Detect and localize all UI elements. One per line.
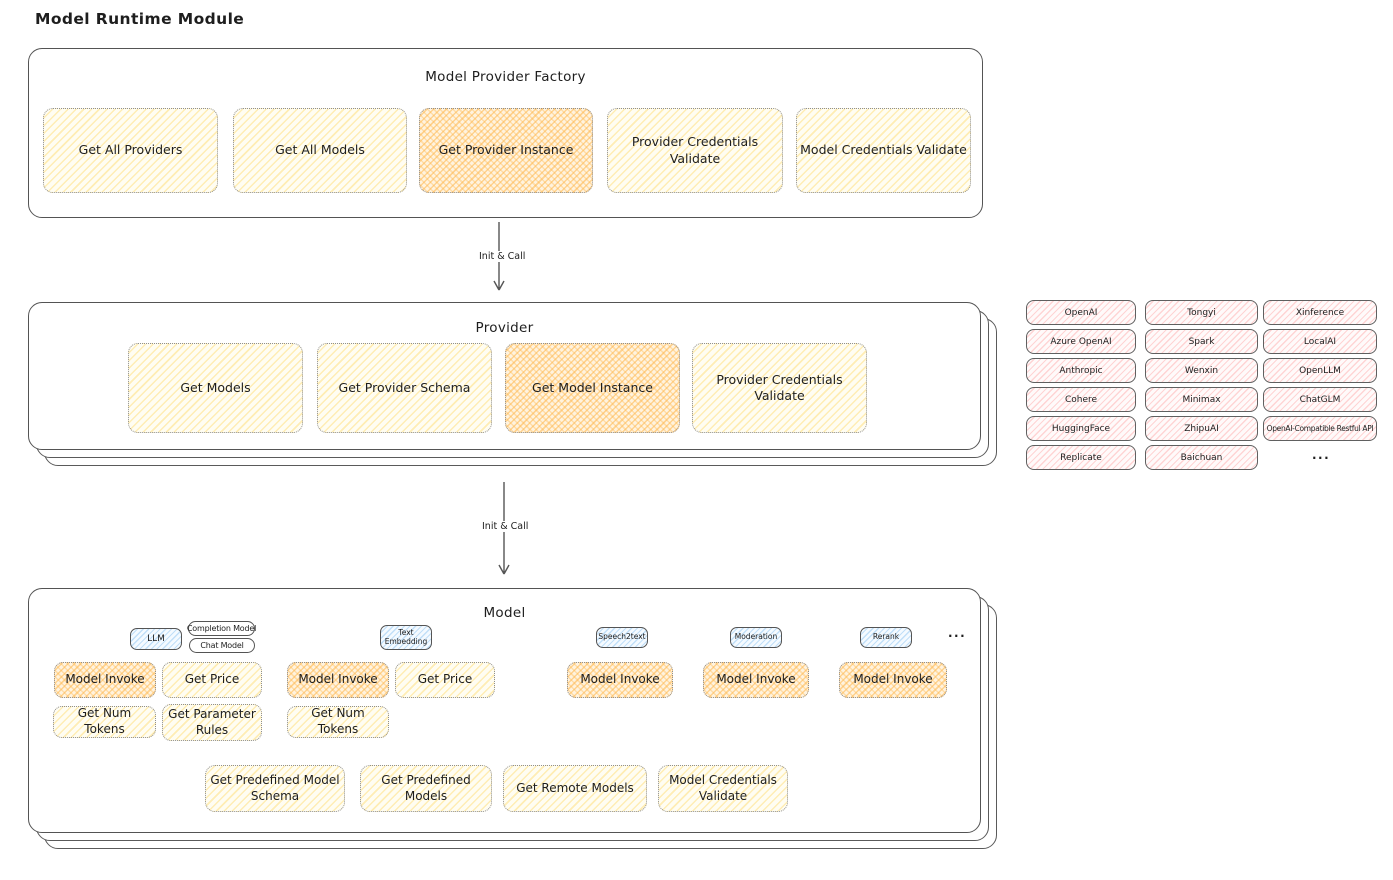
provider-chip-replicate: Replicate [1026, 445, 1136, 470]
model-type-badge-llm: LLM [130, 628, 182, 650]
model-type-badge-text-embedding: Text Embedding [380, 625, 432, 650]
model-subtype-badge-chat-model: Chat Model [189, 638, 255, 653]
provider-panel-title: Provider [475, 320, 534, 336]
speech2text-model-invoke: Model Invoke [567, 662, 673, 698]
provider-chip-cohere: Cohere [1026, 387, 1136, 412]
provider-chip-tongyi: Tongyi [1145, 300, 1258, 325]
page-title: Model Runtime Module [35, 10, 245, 28]
factory-get-all-models: Get All Models [233, 108, 407, 193]
model-type-badge-rerank: Rerank [860, 627, 912, 648]
llm-get-price: Get Price [162, 662, 262, 698]
provider-chip-zhipuai: ZhipuAI [1145, 416, 1258, 441]
provider-get-models: Get Models [128, 343, 303, 433]
embedding-model-invoke: Model Invoke [287, 662, 389, 698]
provider-provider-credentials-validate: Provider Credentials Validate [692, 343, 867, 433]
provider-chip-minimax: Minimax [1145, 387, 1258, 412]
moderation-model-invoke: Model Invoke [703, 662, 809, 698]
factory-panel-title: Model Provider Factory [425, 69, 586, 85]
provider-chip-spark: Spark [1145, 329, 1258, 354]
llm-get-parameter-rules: Get Parameter Rules [162, 704, 262, 741]
providers-grid-ellipsis: ... [1312, 448, 1331, 462]
model-model-credentials-validate: Model Credentials Validate [658, 765, 788, 812]
rerank-model-invoke: Model Invoke [839, 662, 947, 698]
provider-chip-xinference: Xinference [1263, 300, 1377, 325]
model-get-predefined-model-schema: Get Predefined Model Schema [205, 765, 345, 812]
model-type-badge-moderation: Moderation [730, 627, 782, 648]
embedding-get-num-tokens: Get Num Tokens [287, 706, 389, 738]
arrow-label-init-call-1: Init & Call [476, 251, 529, 262]
model-type-badge-speech2text: Speech2text [596, 627, 648, 648]
provider-chip-localai: LocalAI [1263, 329, 1377, 354]
provider-chip-huggingface: HuggingFace [1026, 416, 1136, 441]
provider-chip-wenxin: Wenxin [1145, 358, 1258, 383]
provider-chip-anthropic: Anthropic [1026, 358, 1136, 383]
provider-chip-openllm: OpenLLM [1263, 358, 1377, 383]
provider-chip-azure-openai: Azure OpenAI [1026, 329, 1136, 354]
model-get-predefined-models: Get Predefined Models [360, 765, 492, 812]
llm-model-invoke: Model Invoke [54, 662, 156, 698]
provider-get-provider-schema: Get Provider Schema [317, 343, 492, 433]
model-get-remote-models: Get Remote Models [503, 765, 647, 812]
factory-get-provider-instance: Get Provider Instance [419, 108, 593, 193]
factory-get-all-providers: Get All Providers [43, 108, 218, 193]
provider-chip-openai-compatible-restful-api: OpenAI-Compatible Restful API [1263, 416, 1377, 441]
model-types-ellipsis: ... [948, 626, 967, 640]
model-subtype-badge-completion-model: Completion Model [187, 621, 256, 636]
embedding-get-price: Get Price [395, 662, 495, 698]
model-panel-title: Model [483, 605, 526, 621]
arrow-label-init-call-2: Init & Call [479, 521, 532, 532]
factory-model-credentials-validate: Model Credentials Validate [796, 108, 971, 193]
provider-chip-openai: OpenAI [1026, 300, 1136, 325]
provider-get-model-instance: Get Model Instance [505, 343, 680, 433]
down-arrow-icon [498, 482, 510, 575]
factory-provider-credentials-validate: Provider Credentials Validate [607, 108, 783, 193]
provider-chip-chatglm: ChatGLM [1263, 387, 1377, 412]
provider-chip-baichuan: Baichuan [1145, 445, 1258, 470]
llm-get-num-tokens: Get Num Tokens [53, 706, 156, 738]
